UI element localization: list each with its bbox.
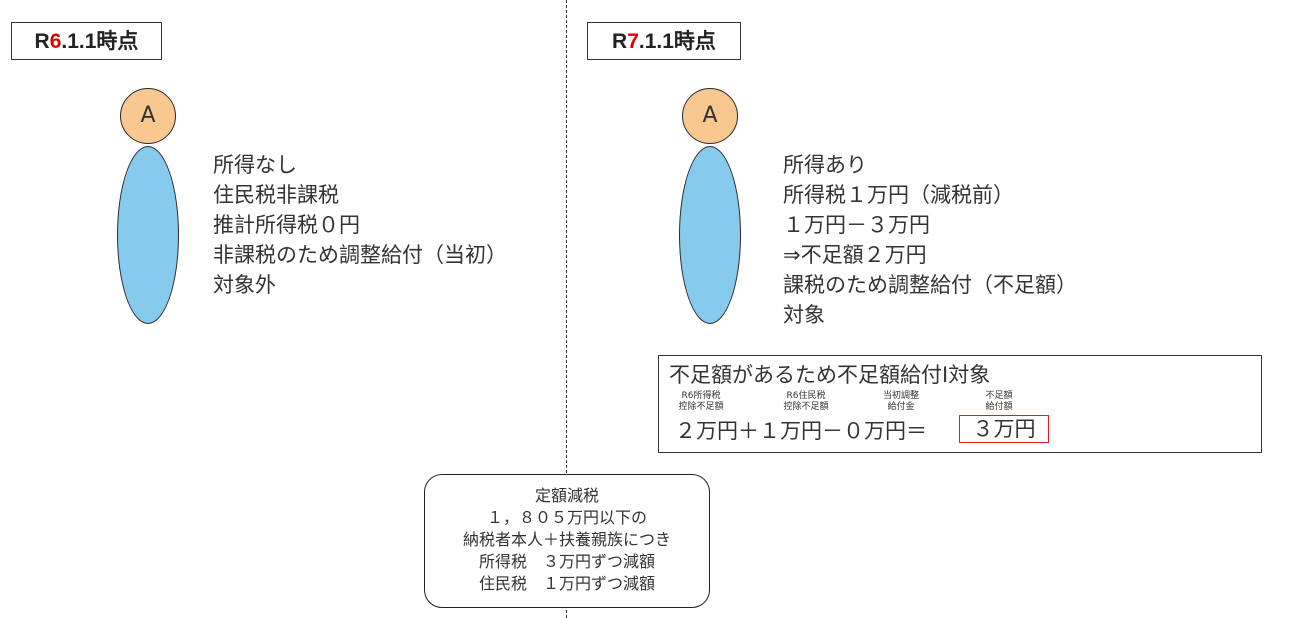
tax-line: 納税者本人＋扶養親族につき [462,530,671,549]
description-line: ⇒不足額２万円 [783,243,927,267]
description-line: 対象 [783,303,825,327]
tax-line: 住民税 １万円ずつ減額 [478,574,655,593]
person-body [117,146,179,324]
description-line: 課税のため調整給付（不足額） [783,273,1077,297]
description-line: 所得なし [213,153,297,177]
tax-reduction-text: 定額減税 １，８０５万円以下の 納税者本人＋扶養親族につき 所得税 ３万円ずつ減… [425,475,709,595]
person-head: A [682,88,738,144]
person-head: A [120,88,176,144]
tax-line: １，８０５万円以下の [486,508,647,527]
person-body [679,146,741,324]
label-line: 当初調整 [882,391,919,401]
formula-term-label: R6住民税 控除不足額 [771,391,841,413]
description-line: 対象外 [213,273,276,297]
shortage-title: 不足額があるため不足額給付Ⅰ対象 [669,363,991,387]
date-label-r6: R6.1.1時点 [11,22,162,60]
formula-term-label: 当初調整 給付金 [871,391,931,413]
label-line: R6所得税 [681,391,721,401]
status-description-r7: 所得あり 所得税１万円（減税前） １万円－３万円 ⇒不足額２万円 課税のため調整… [783,150,1077,330]
date-accent: 6 [49,30,62,53]
label-line: 不足額 [985,391,1013,401]
date-suffix: .1.1時点 [61,30,139,53]
tax-line: 定額減税 [534,486,599,505]
status-description-r6: 所得なし 住民税非課税 推計所得税０円 非課税のため調整給付（当初） 対象外 [213,150,507,300]
divider-line [566,0,567,618]
date-accent: 7 [627,30,639,53]
formula-term-label: R6所得税 控除不足額 [671,391,731,413]
shortage-calculation-box: 不足額があるため不足額給付Ⅰ対象 R6所得税 控除不足額 R6住民税 控除不足額… [658,355,1262,453]
date-prefix: R [34,30,50,53]
label-line: 控除不足額 [678,402,724,412]
date-suffix: .1.1時点 [638,30,716,53]
formula-term-label: 不足額 給付額 [969,391,1029,413]
description-line: 所得税１万円（減税前） [783,183,1014,207]
shortage-formula: ２万円＋１万円－０万円＝ [675,419,927,443]
tax-line: 所得税 ３万円ずつ減額 [478,552,655,571]
description-line: 非課税のため調整給付（当初） [213,243,507,267]
label-line: 給付金 [887,402,915,412]
shortage-result: ３万円 [959,415,1049,443]
date-prefix: R [612,30,628,53]
label-line: 控除不足額 [783,402,829,412]
description-line: 推計所得税０円 [213,213,360,237]
date-label-r7: R7.1.1時点 [587,22,741,60]
description-line: １万円－３万円 [783,213,930,237]
fixed-tax-reduction-box: 定額減税 １，８０５万円以下の 納税者本人＋扶養親族につき 所得税 ３万円ずつ減… [424,474,710,608]
description-line: 所得あり [783,153,867,177]
label-line: 給付額 [985,402,1013,412]
description-line: 住民税非課税 [213,183,339,207]
label-line: R6住民税 [786,391,826,401]
